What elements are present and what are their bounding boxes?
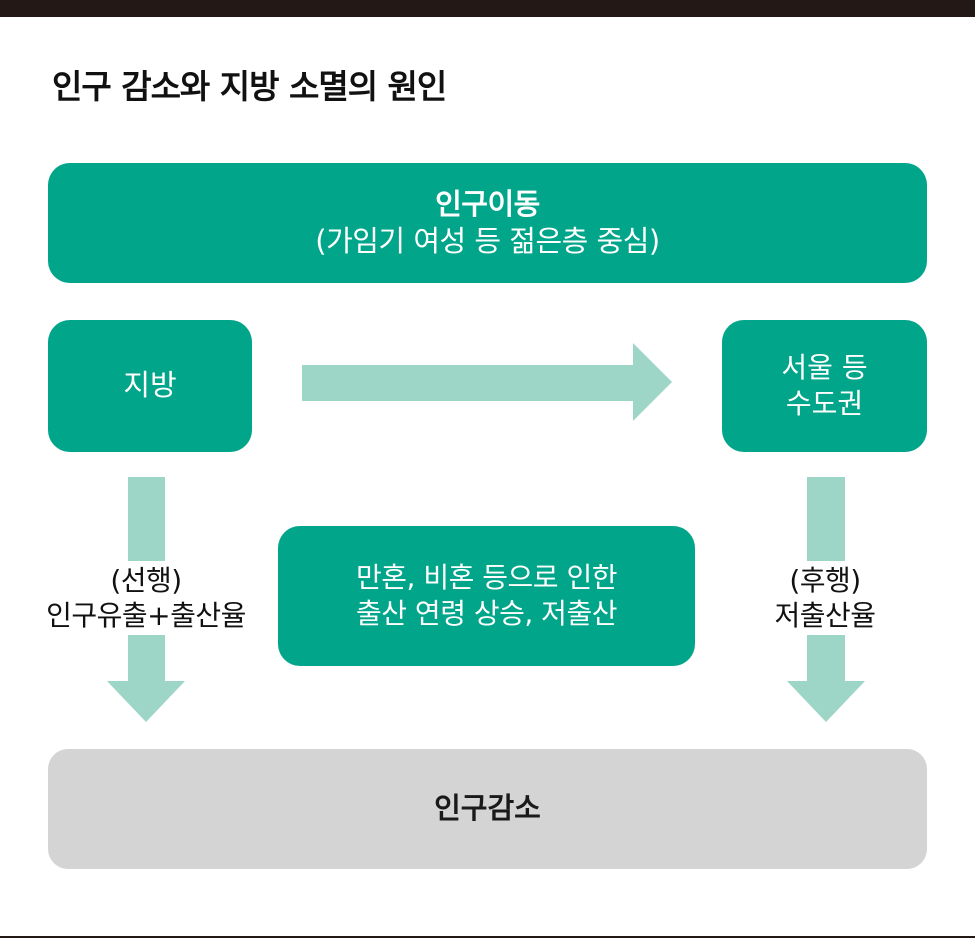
right-arrow-label-line2: 저출산율 (774, 599, 876, 632)
region-box: 지방 (48, 320, 252, 452)
marriage-label-line1: 만혼, 비혼 등으로 인한 (356, 561, 617, 595)
population-decline-box: 인구감소 (48, 749, 927, 869)
right-arrow-label: (후행) 저출산율 (762, 561, 888, 635)
region-label: 지방 (123, 368, 177, 403)
diagram-title: 인구 감소와 지방 소멸의 원인 (52, 67, 447, 106)
capital-box: 서울 등 수도권 (722, 320, 927, 452)
capital-label-line2: 수도권 (785, 387, 864, 420)
top-border-bar (0, 0, 975, 17)
migration-box: 인구이동 (가임기 여성 등 젊은층 중심) (48, 163, 927, 283)
marriage-label-line2: 출산 연령 상승, 저출산 (356, 597, 617, 630)
migration-label: 인구이동 (435, 186, 540, 221)
marriage-box: 만혼, 비혼 등으로 인한 출산 연령 상승, 저출산 (278, 526, 695, 666)
migration-arrow-right (302, 343, 672, 421)
right-arrow-label-line1: (후행) (789, 564, 861, 597)
bottom-rule (0, 936, 975, 938)
left-arrow-label-line1: (선행) (110, 564, 182, 597)
left-arrow-label-line2: 인구유출+출산율 (46, 599, 246, 632)
decline-label: 인구감소 (434, 791, 541, 826)
migration-sublabel: (가임기 여성 등 젊은층 중심) (315, 224, 660, 258)
left-arrow-label: (선행) 인구유출+출산율 (30, 561, 262, 635)
capital-label-line1: 서울 등 (781, 351, 868, 385)
